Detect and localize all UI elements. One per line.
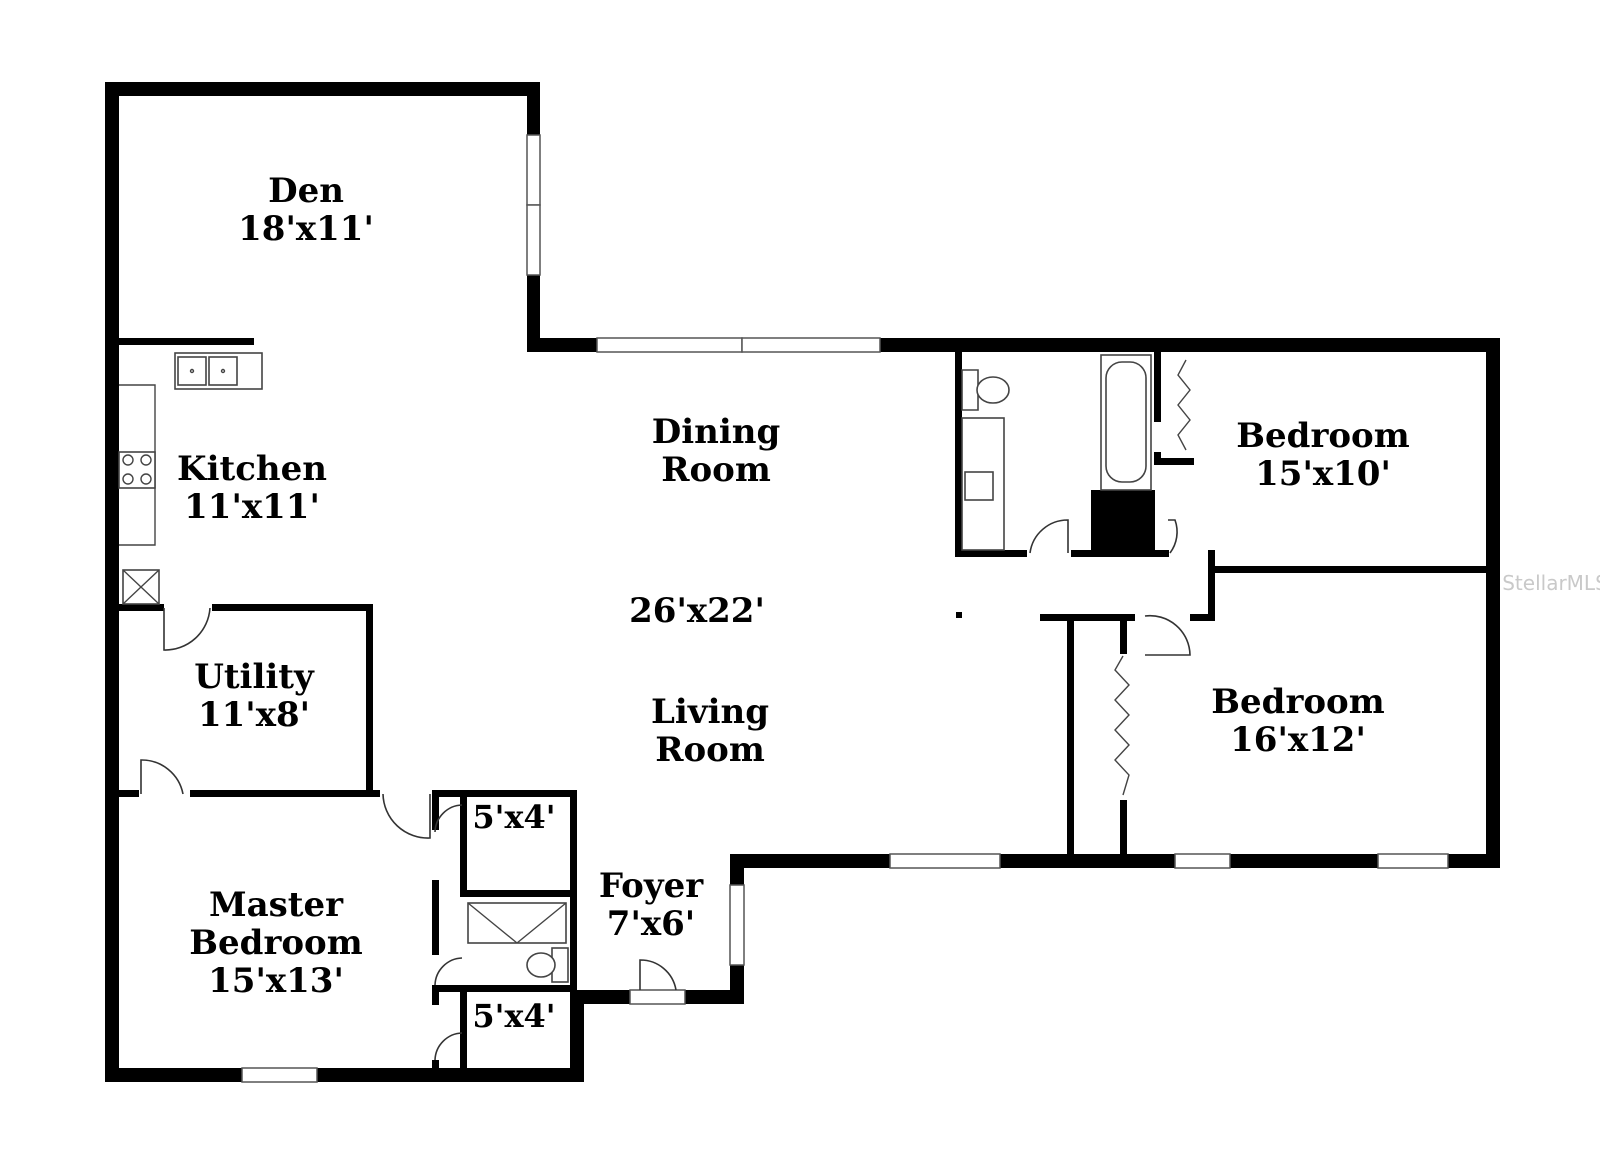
master-name-line2: Bedroom: [189, 923, 362, 963]
interior-walls: [119, 338, 1500, 1082]
room-labels: Den 18'x11' Kitchen 11'x11' Dining Room …: [177, 171, 1410, 1035]
living-name-line1: Living: [651, 692, 769, 732]
master-name-line1: Master: [209, 885, 344, 925]
kitchen-fixtures: [118, 352, 263, 605]
master-size: 15'x13': [208, 961, 344, 1001]
utility-name: Utility: [194, 657, 315, 697]
closet-lower-size: 5'x4': [472, 997, 555, 1035]
utility-size: 11'x8': [198, 695, 310, 735]
den-name: Den: [268, 171, 344, 211]
bedroom-2-size: 16'x12': [1230, 720, 1366, 760]
great-room-size: 26'x22': [629, 591, 765, 631]
dining-name-line2: Room: [661, 450, 771, 490]
doors: [140, 359, 1191, 1061]
bedroom-2-name: Bedroom: [1211, 682, 1384, 722]
kitchen-size: 11'x11': [184, 487, 320, 527]
foyer-name: Foyer: [599, 866, 704, 906]
bedroom-1-size: 15'x10': [1255, 454, 1391, 494]
dining-name-line1: Dining: [652, 412, 781, 452]
den-size: 18'x11': [238, 209, 374, 249]
watermark: StellarMLS: [1502, 571, 1600, 595]
kitchen-name: Kitchen: [177, 449, 327, 489]
foyer-size: 7'x6': [607, 904, 695, 944]
living-name-line2: Room: [655, 730, 765, 770]
closet-upper-size: 5'x4': [472, 798, 555, 836]
windows: [241, 134, 1449, 1083]
bedroom-1-name: Bedroom: [1236, 416, 1409, 456]
bath-fixtures: [467, 354, 1152, 983]
